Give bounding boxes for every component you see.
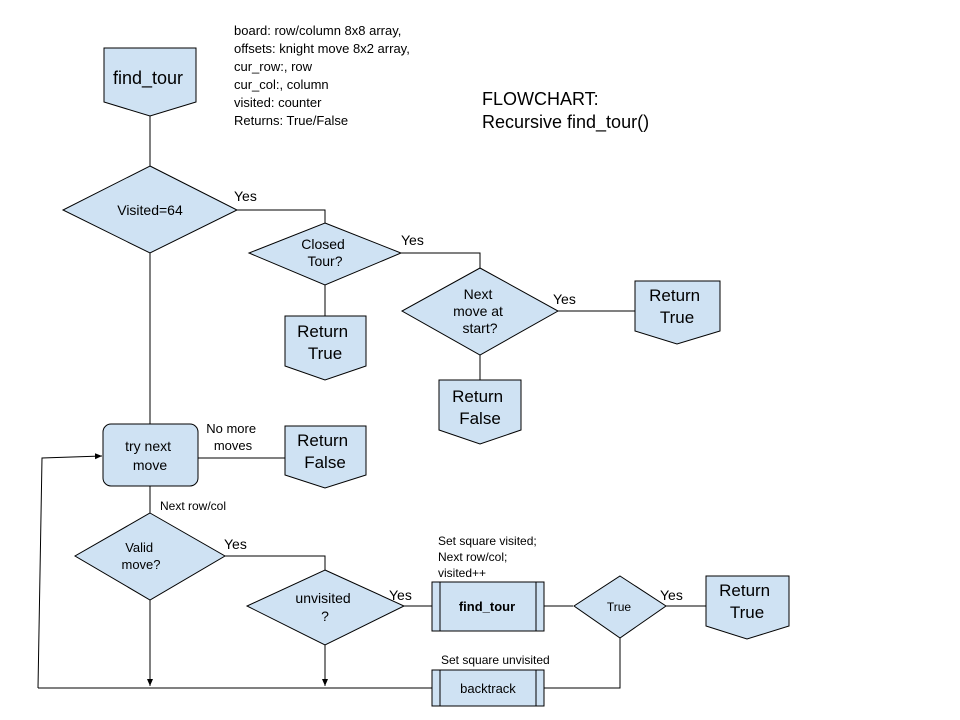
edge-label-yes-closed: Yes: [401, 232, 424, 248]
return-true-closed-shape: [284, 315, 367, 381]
edge-label-next-row-col: Next row/col: [160, 499, 226, 513]
backtrack-label: backtrack: [460, 681, 516, 696]
edge-label-yes-visited: Yes: [234, 188, 257, 204]
return-false-start-shape: [438, 379, 522, 445]
find-tour-call-shape: [431, 581, 545, 632]
return-true-start-label: Return True: [649, 286, 705, 327]
start-terminal-shape: [103, 47, 197, 117]
edge-label-yes-next-move: Yes: [553, 291, 576, 307]
connector-true-no-to-backtrack: [544, 638, 621, 689]
try-next-move-label: try next move: [125, 438, 175, 473]
return-true-end-label: Return True: [719, 581, 775, 622]
annotation-set-visited: Set square visited; Next row/col; visite…: [438, 534, 540, 580]
return-true-end-shape: [705, 575, 790, 640]
visited-64-label: Visited=64: [117, 202, 183, 218]
annotations: Set square visited; Next row/col; visite…: [438, 534, 550, 667]
return-true-start-shape: [634, 280, 721, 345]
edge-label-yes-unvisited: Yes: [389, 587, 412, 603]
flowchart-title: FLOWCHART: Recursive find_tour(): [482, 89, 649, 133]
find-tour-call-label: find_tour: [459, 599, 515, 614]
annotation-set-unvisited: Set square unvisited: [441, 653, 550, 667]
edge-label-no-more-moves: No more moves: [206, 421, 259, 453]
connector-loop-back-to-try: [37, 453, 103, 689]
next-move-at-start-label: Next move at start?: [453, 286, 507, 336]
valid-move-label: Valid move?: [121, 540, 160, 572]
connector-visited-yes-to-closed: [237, 209, 326, 223]
shapes: [61, 47, 790, 707]
unvisited-decision-shape: [245, 569, 406, 646]
true-decision-label: True: [607, 600, 632, 614]
closed-tour-decision-shape: [247, 222, 403, 286]
backtrack-shape: [431, 669, 545, 707]
unvisited-label: unvisited ?: [295, 590, 354, 624]
variables-note: board: row/column 8x8 array, offsets: kn…: [234, 23, 413, 128]
start-terminal-label: find_tour: [113, 68, 183, 89]
connector-valid-yes-to-unvisited: [225, 555, 326, 570]
edge-label-yes-true: Yes: [660, 587, 683, 603]
return-false-moves-shape: [284, 425, 367, 489]
return-false-moves-label: Return False: [297, 431, 353, 472]
true-decision-shape: [573, 575, 667, 639]
return-false-start-label: Return False: [452, 387, 508, 428]
closed-tour-label: Closed Tour?: [301, 236, 348, 269]
visited-64-decision-shape: [61, 165, 239, 254]
node-labels: find_tour Visited=64 Closed Tour? Return…: [113, 68, 775, 696]
connectors: [37, 116, 706, 689]
try-next-move-process-shape: [102, 423, 199, 487]
edge-label-yes-valid: Yes: [224, 536, 247, 552]
return-true-closed-label: Return True: [297, 322, 353, 363]
edge-labels: Yes Yes Yes No more moves Next row/col Y…: [160, 188, 683, 603]
next-move-at-start-decision-shape: [400, 267, 560, 356]
connector-closed-yes-to-nextmove: [401, 252, 481, 268]
valid-move-decision-shape: [74, 512, 226, 601]
